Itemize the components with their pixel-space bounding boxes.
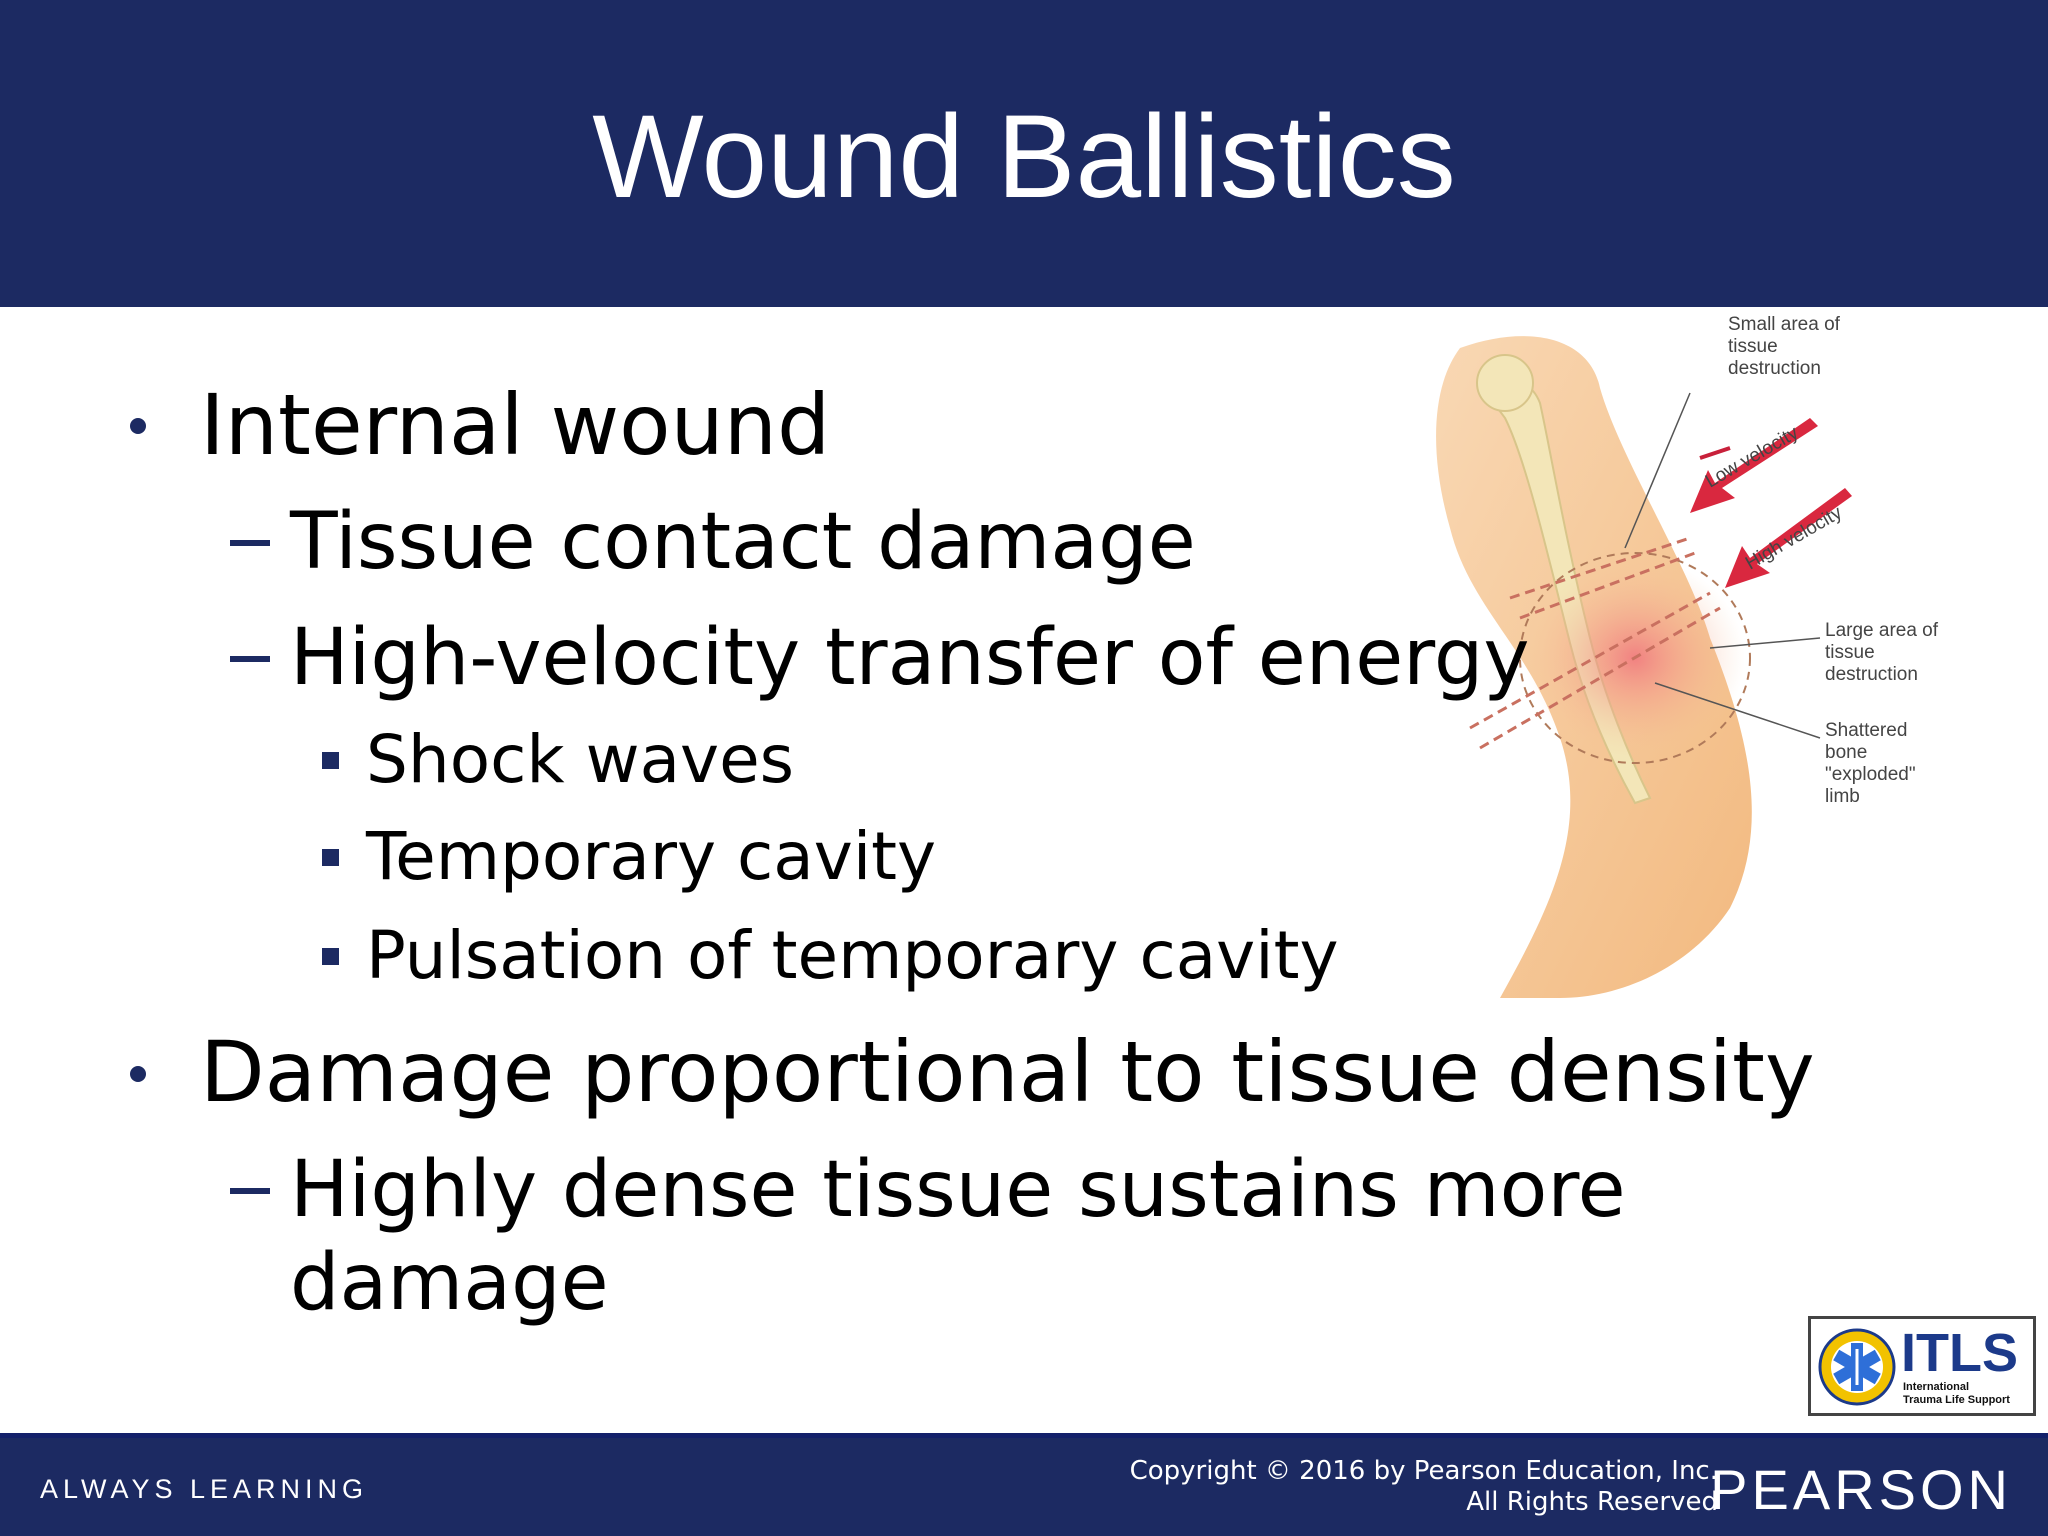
logo-sub-line-2: Trauma Life Support [1903, 1394, 2010, 1406]
low-velocity-arrow [1690, 418, 1818, 513]
item-shock-waves: Shock waves [366, 721, 795, 798]
logo-name: ITLS [1901, 1323, 2018, 1383]
copyright-line-1: Copyright © 2016 by Pearson Education, I… [1129, 1456, 1718, 1486]
dash-marker-3 [230, 1188, 270, 1194]
bullet-damage-density: Damage proportional to tissue density [200, 1023, 1815, 1121]
subbullet-dense-tissue-cont: damage [290, 1238, 609, 1328]
footer-bar: ALWAYS LEARNING Copyright © 2016 by Pear… [0, 1433, 2048, 1536]
copyright-line-2: All Rights Reserved [1466, 1487, 1718, 1517]
dash-marker-1 [230, 540, 270, 546]
item-pulsation: Pulsation of temporary cavity [366, 917, 1339, 994]
title-bar: Wound Ballistics [0, 0, 2048, 307]
high-velocity-arrow [1725, 488, 1852, 588]
logo-subtitle: International Trauma Life Support [1903, 1381, 2033, 1407]
slide-title: Wound Ballistics [592, 91, 1456, 223]
bullet-internal-wound: Internal wound [200, 376, 831, 474]
square-marker-1 [322, 752, 339, 769]
logo-sub-line-1: International [1903, 1381, 1970, 1393]
subbullet-high-velocity: High-velocity transfer of energy [290, 613, 1530, 703]
bullet-dot-2 [130, 1066, 146, 1082]
itls-logo: ITLS International Trauma Life Support [1808, 1316, 2036, 1416]
square-marker-3 [322, 948, 339, 965]
dash-marker-2 [230, 656, 270, 662]
bullet-dot-1 [130, 418, 146, 434]
item-temporary-cavity: Temporary cavity [366, 818, 937, 895]
cavity-outline [1519, 552, 1751, 764]
footer-copyright: Copyright © 2016 by Pearson Education, I… [1130, 1456, 1718, 1518]
pearson-logo: PEARSON [1710, 1458, 2012, 1521]
star-of-life-icon [1818, 1328, 1896, 1406]
square-marker-2 [322, 849, 339, 866]
subbullet-dense-tissue: Highly dense tissue sustains more [290, 1145, 1626, 1235]
footer-tagline: ALWAYS LEARNING [40, 1474, 369, 1504]
subbullet-tissue-contact: Tissue contact damage [290, 497, 1196, 587]
